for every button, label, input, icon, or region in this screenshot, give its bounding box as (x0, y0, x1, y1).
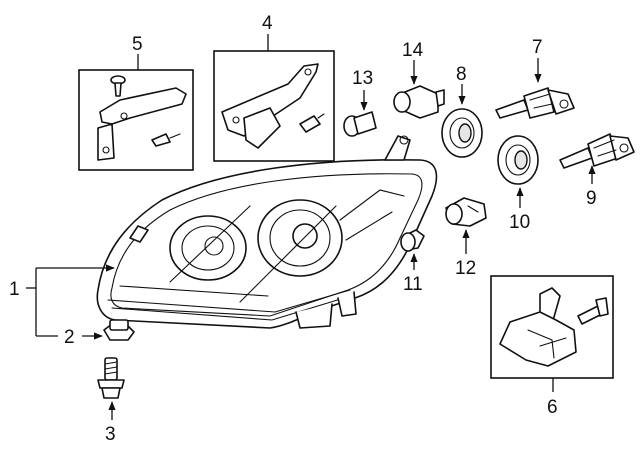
bracket-kit (97, 75, 187, 161)
callout-1: 1 (9, 279, 20, 300)
headlight-bulb-lower (559, 133, 635, 169)
clip-nut (103, 319, 135, 341)
mount-bracket (221, 63, 325, 149)
lower-bracket (499, 287, 609, 367)
headlight-bulb-upper (495, 87, 575, 119)
callout-13: 13 (352, 68, 373, 89)
wedge-bulb-13 (343, 111, 377, 137)
wedge-bulb-11 (400, 229, 425, 252)
callout-8: 8 (456, 64, 467, 85)
flange-bolt (97, 357, 125, 399)
headlamp-assembly (96, 135, 438, 329)
callout-labels: 1 2 3 4 5 6 7 8 9 10 11 12 13 14 (9, 13, 597, 445)
callout-12: 12 (455, 258, 476, 279)
callout-9: 9 (586, 188, 597, 209)
callout-6: 6 (547, 397, 558, 418)
bulb-socket-12 (445, 197, 487, 227)
callout-10: 10 (509, 212, 530, 233)
callout-4: 4 (262, 13, 273, 34)
callout-3: 3 (105, 424, 116, 445)
bulb-socket-14 (393, 85, 445, 119)
callout-2: 2 (64, 327, 75, 348)
seal-ring-8 (441, 108, 483, 158)
callout-7: 7 (532, 37, 543, 58)
callout-5: 5 (132, 34, 143, 55)
bracket-kit-box (78, 69, 194, 171)
callout-14: 14 (402, 40, 424, 61)
callout-11: 11 (403, 274, 423, 295)
seal-ring-10 (497, 135, 539, 185)
leader-lines (26, 34, 596, 420)
